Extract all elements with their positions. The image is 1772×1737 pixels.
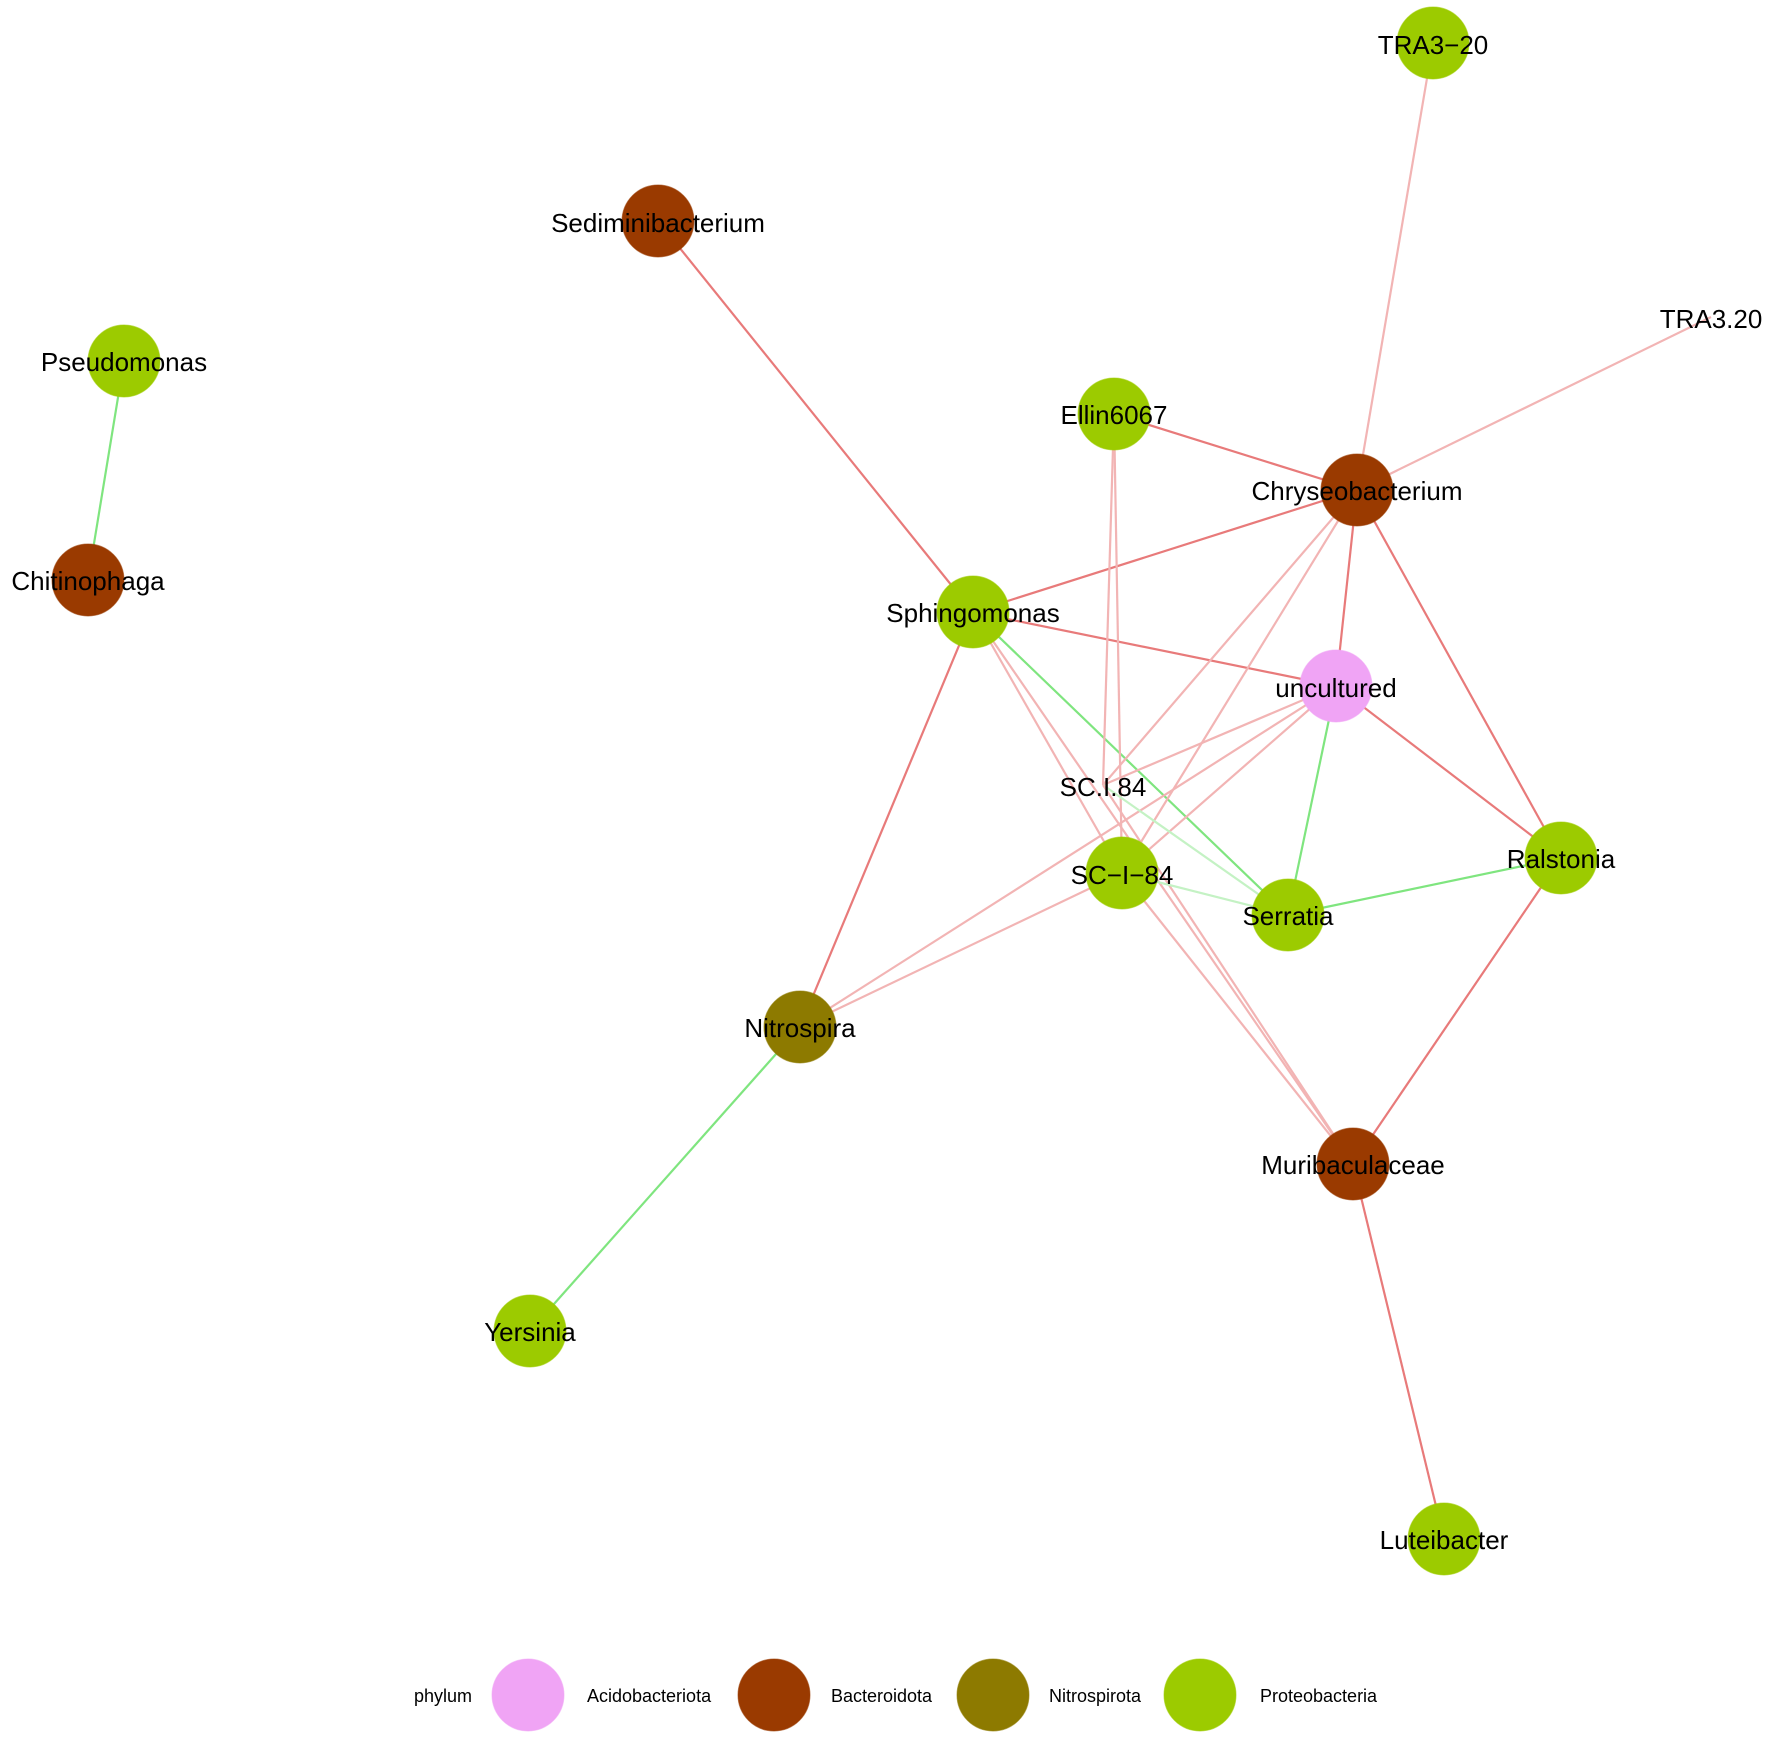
node-label-sediminibacterium: Sediminibacterium [551,208,765,238]
node-label-ellin6067: Ellin6067 [1061,400,1168,430]
edge-serratia-ralstonia [1287,856,1562,917]
legend-swatch-nitrospirota [956,1658,1030,1732]
legend-label-nitrospirota: Nitrospirota [1049,1686,1142,1706]
legend-swatch-bacteroidota [737,1658,811,1732]
node-label-nitrospira: Nitrospira [744,1013,856,1043]
edge-sphingomonas-nitrospira [798,611,975,1028]
edge-sphingomonas-uncultured [972,610,1337,688]
edge-sphingomonas-serratia [972,611,1289,916]
edge-muribaculaceae-luteibacter [1351,1163,1446,1540]
node-serratia[interactable] [1251,878,1325,952]
legend-label-bacteroidota: Bacteroidota [831,1686,933,1706]
legend-title: phylum [414,1686,472,1706]
nodes-layer [51,6,1598,1576]
edge-sc-i-84-nitrospira [799,872,1123,1028]
node-sediminibacterium[interactable] [621,184,695,258]
node-label-pseudomonas: Pseudomonas [41,347,207,377]
node-label-sc-i-84: SC.I.84 [1060,772,1147,802]
edge-sphingomonas-chryseobacterium [972,488,1358,614]
edge-uncultured-ralstonia [1335,685,1562,859]
node-chitinophaga[interactable] [51,543,125,617]
node-label-muribaculaceae: Muribaculaceae [1261,1150,1445,1180]
edge-sc-i-84-serratia [1102,784,1289,916]
edge-chryseobacterium-sc-i-84 [1102,489,1358,786]
edge-pseudomonas-chitinophaga [86,360,126,581]
edge-tra3-20-chryseobacterium [1356,316,1712,491]
legend-swatch-proteobacteria [1163,1658,1237,1732]
node-muribaculaceae[interactable] [1316,1127,1390,1201]
edge-chryseobacterium-sc-i-84 [1121,489,1358,874]
node-label-luteibacter: Luteibacter [1380,1525,1509,1555]
node-chryseobacterium[interactable] [1320,453,1394,527]
edge-uncultured-sc-i-84 [1121,685,1337,874]
node-ralstonia[interactable] [1524,821,1598,895]
node-uncultured[interactable] [1299,649,1373,723]
legend-label-proteobacteria: Proteobacteria [1260,1686,1378,1706]
node-nitrospira[interactable] [763,990,837,1064]
edge-uncultured-serratia [1286,685,1338,916]
edge-tra3-20-chryseobacterium [1355,42,1435,491]
edges-layer [86,42,1712,1540]
edge-chryseobacterium-ralstonia [1356,489,1562,859]
edge-uncultured-nitrospira [799,685,1337,1028]
node-label-ralstonia: Ralstonia [1507,844,1616,874]
edge-sediminibacterium-sphingomonas [657,220,974,613]
node-sphingomonas[interactable] [936,575,1010,649]
edge-sphingomonas-muribaculaceae [972,611,1354,1165]
edge-ralstonia-muribaculaceae [1352,857,1562,1165]
node-label-sphingomonas: Sphingomonas [886,598,1059,628]
edge-ellin6067-sc-i-84 [1101,413,1116,786]
node-label-chryseobacterium: Chryseobacterium [1252,476,1463,506]
node-label-tra3-20: TRA3.20 [1660,304,1763,334]
legend-swatch-acidobacteriota [491,1658,565,1732]
legend-label-acidobacteriota: Acidobacteriota [587,1686,712,1706]
node-yersinia[interactable] [493,1294,567,1368]
edge-sc-i-84-muribaculaceae [1121,872,1354,1165]
node-label-sc-i-84: SC−I−84 [1071,860,1174,890]
node-label-tra3-20: TRA3−20 [1378,30,1489,60]
edge-sphingomonas-sc-i-84 [972,611,1123,874]
node-label-uncultured: uncultured [1275,673,1396,703]
node-luteibacter[interactable] [1407,1502,1481,1576]
node-label-chitinophaga: Chitinophaga [11,566,165,596]
edge-nitrospira-yersinia [529,1026,801,1332]
node-pseudomonas[interactable] [87,324,161,398]
legend: phylum Acidobacteriota Bacteroidota Nitros… [414,1658,1378,1732]
edge-ellin6067-chryseobacterium [1113,412,1358,492]
node-label-serratia: Serratia [1242,901,1334,931]
node-sc-i-84[interactable] [1085,836,1159,910]
node-tra3-20[interactable] [1396,6,1470,80]
node-ellin6067[interactable] [1077,377,1151,451]
node-label-yersinia: Yersinia [484,1317,576,1347]
edge-uncultured-sc-i-84 [1102,684,1337,787]
